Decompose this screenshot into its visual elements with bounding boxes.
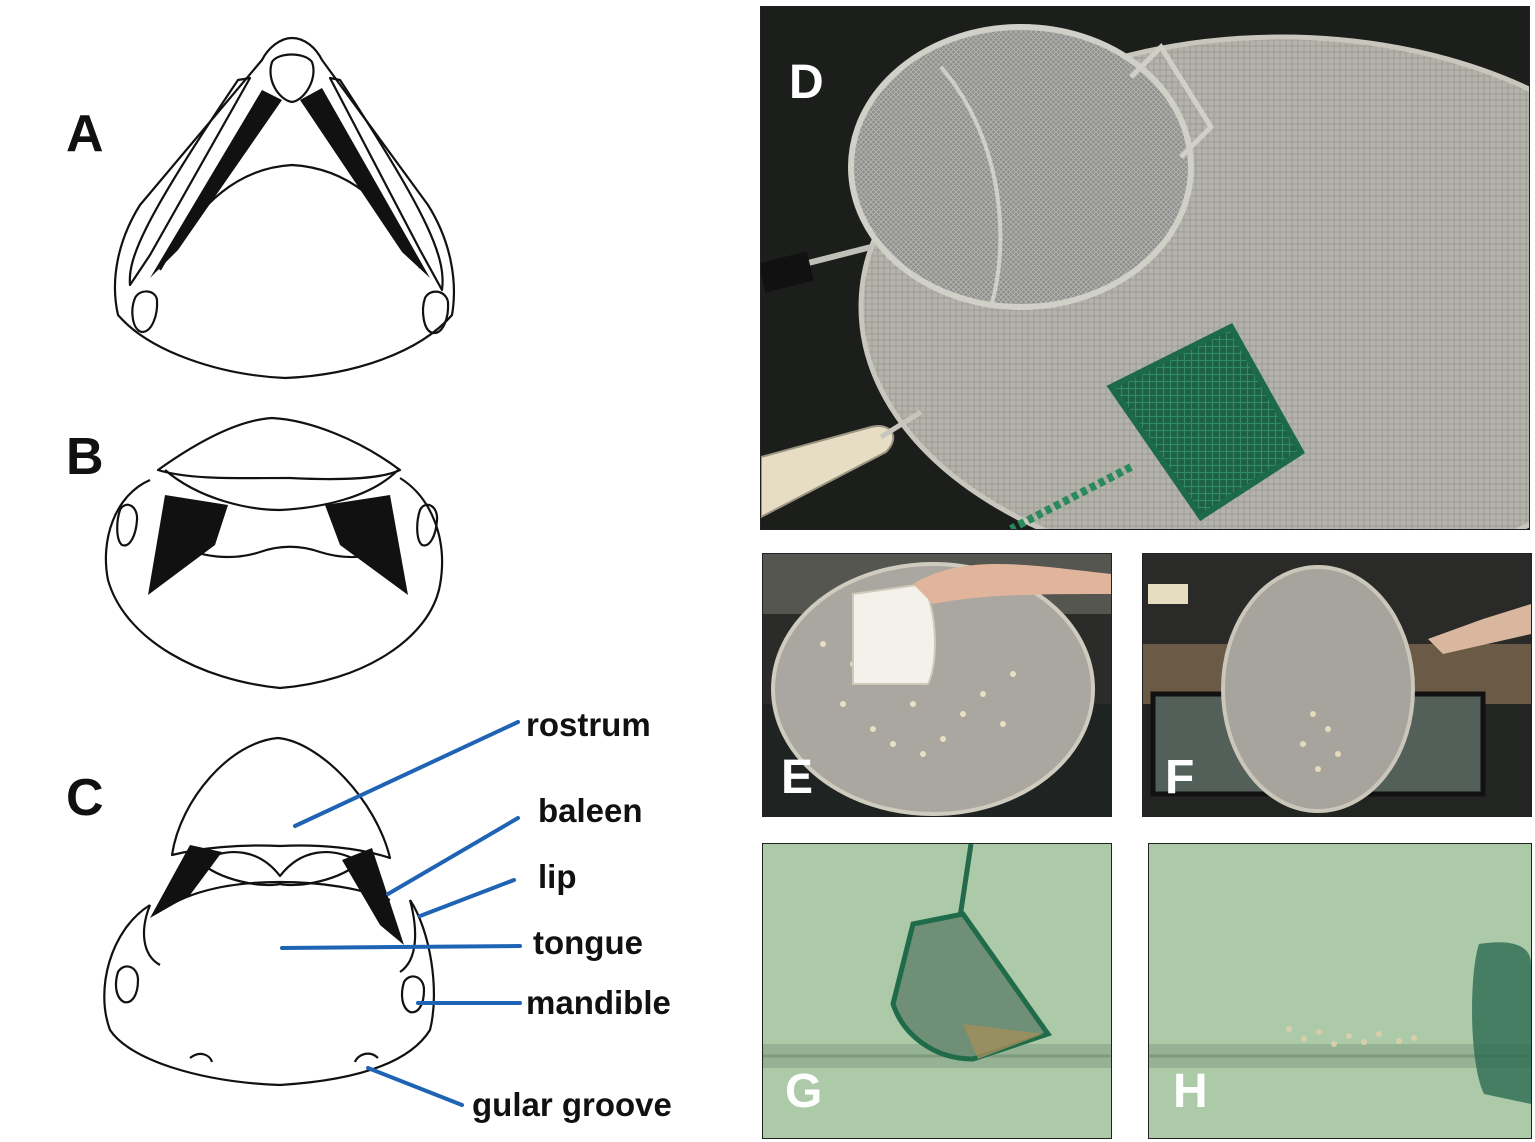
photo-e-scene: [763, 554, 1111, 816]
photo-h: H: [1148, 843, 1532, 1139]
label-mandible: mandible: [526, 984, 671, 1021]
panel-label-h: H: [1173, 1065, 1208, 1118]
diagram-a-outline: [113, 36, 455, 380]
leader-rostrum: [293, 720, 520, 828]
aquarium-net-icon: [1472, 942, 1531, 1104]
scraper-handle-icon: [761, 425, 895, 519]
panel-label-f: F: [1165, 751, 1195, 804]
photo-h-scene: [1149, 844, 1531, 1138]
label-lip: lip: [538, 858, 577, 895]
photo-e: E: [762, 553, 1112, 817]
aquarium-net-icon: [1106, 323, 1305, 522]
label-gular-groove: gular groove: [472, 1086, 672, 1123]
strainer-icon: [848, 24, 1194, 310]
diagram-a-baleen: [150, 88, 430, 278]
label-baleen: baleen: [538, 792, 643, 829]
panel-label-b: B: [66, 428, 104, 486]
panel-label-e: E: [781, 751, 814, 804]
photo-f-scene: [1143, 554, 1531, 816]
diagram-c-baleen: [150, 845, 404, 945]
photo-d: D: [760, 6, 1530, 530]
diagram-b-baleen: [148, 495, 408, 595]
leader-lip: [418, 878, 516, 918]
photo-g: G: [762, 843, 1112, 1139]
label-tongue: tongue: [533, 924, 643, 961]
leader-tongue: [280, 944, 522, 950]
leader-lines: [280, 720, 522, 1107]
panel-label-a: A: [66, 105, 104, 163]
label-rostrum: rostrum: [526, 706, 651, 743]
leader-baleen: [386, 816, 520, 896]
mouth-diagrams: [103, 36, 522, 1107]
panel-label-c: C: [66, 769, 104, 827]
scraper-icon: [852, 582, 936, 685]
photo-g-scene: [763, 844, 1111, 1138]
photo-d-scene: [761, 24, 1529, 529]
panel-label-d: D: [789, 56, 824, 109]
photo-f: F: [1142, 553, 1532, 817]
panel-label-g: G: [785, 1065, 823, 1118]
leader-gular-groove: [366, 1066, 464, 1107]
